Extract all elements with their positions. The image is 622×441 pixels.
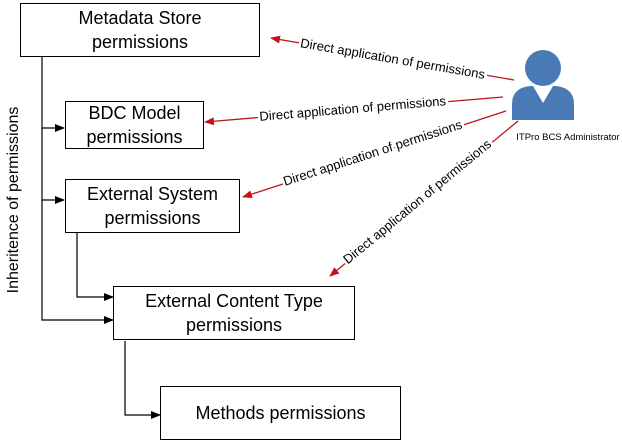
direct-arrows: [204, 35, 519, 277]
box-external-system-label: External System permissions: [86, 184, 219, 228]
actor-name: ITPro BCS Administrator: [516, 132, 619, 143]
connector-content-type-to-methods: [124, 341, 161, 419]
direct-arrow-bdc: [204, 96, 504, 126]
direct-label-metadata: Direct application of permissions: [299, 35, 486, 82]
connector-metadata-to-bdc: [41, 57, 65, 132]
box-metadata-store-label: Metadata Store permissions: [78, 8, 202, 52]
box-bdc-model-label: BDC Model permissions: [86, 103, 183, 147]
direct-arrow-metadata: [270, 35, 515, 81]
box-external-content-type-label: External Content Type permissions: [145, 291, 323, 335]
box-methods: Methods permissions: [160, 386, 401, 440]
box-methods-label: Methods permissions: [195, 403, 366, 423]
connector-metadata-to-external-system: [41, 128, 65, 204]
user-head: [525, 50, 561, 86]
direct-label-bdc: Direct application of permissions: [259, 93, 447, 124]
box-bdc-model: BDC Model permissions: [65, 101, 204, 149]
inheritance-side-label: Inheritence of permissions: [5, 107, 22, 294]
direct-arrow-content-type: [329, 120, 519, 277]
user-admin-icon: [512, 50, 574, 120]
direct-arrow-labels: Direct application of permissions Direct…: [256, 33, 497, 270]
box-metadata-store: Metadata Store permissions: [20, 3, 260, 57]
direct-arrow-external-system: [242, 110, 507, 199]
connector-system-to-content-type: [76, 233, 114, 301]
connector-metadata-to-content-type: [41, 200, 114, 324]
box-external-system: External System permissions: [65, 179, 240, 233]
inheritance-connectors: [41, 57, 161, 419]
user-collar: [533, 86, 553, 103]
box-external-content-type: External Content Type permissions: [113, 286, 355, 340]
